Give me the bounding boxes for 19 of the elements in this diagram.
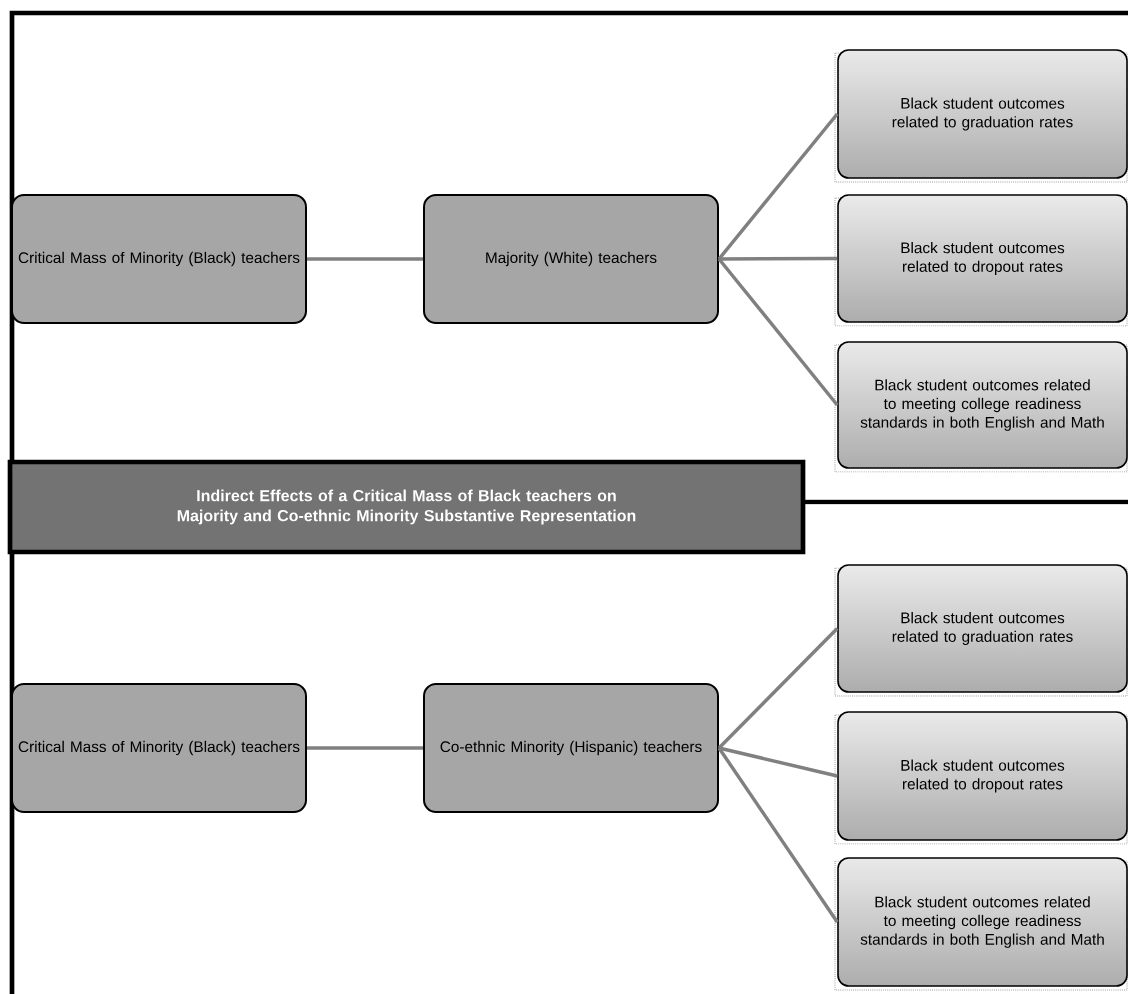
outcome-box: Black student outcomes related to meeting college readiness standards in both English and Math <box>834 341 1128 473</box>
process-box: Majority (White) teachers <box>423 194 719 324</box>
connector-line <box>719 256 838 261</box>
outcome-box: Black student outcomes related to graduation rates <box>834 49 1128 183</box>
connector-line <box>718 746 838 778</box>
outcome-box: Black student outcomes related to dropout rates <box>834 711 1128 845</box>
connector-line <box>717 627 839 750</box>
connector-line <box>307 746 423 750</box>
outcome-box: Black student outcomes related to dropout rates <box>834 194 1128 327</box>
process-box: Co-ethnic Minority (Hispanic) teachers <box>423 683 719 813</box>
outcome-box: Black student outcomes related to graduation rates <box>834 564 1128 697</box>
process-box: Critical Mass of Minority (Black) teachers <box>11 683 307 813</box>
connector-line <box>717 747 839 923</box>
outcome-box: Black student outcomes related to meeting college readiness standards in both English and Math <box>834 857 1128 991</box>
connector-line <box>307 257 423 261</box>
connector-line <box>717 257 839 407</box>
heading-band: Indirect Effects of a Critical Mass of Black teachers on Majority and Co-ethnic Minority Substantive Representation <box>7 459 806 555</box>
process-box: Critical Mass of Minority (Black) teachers <box>11 194 307 324</box>
connector-line <box>717 112 839 261</box>
